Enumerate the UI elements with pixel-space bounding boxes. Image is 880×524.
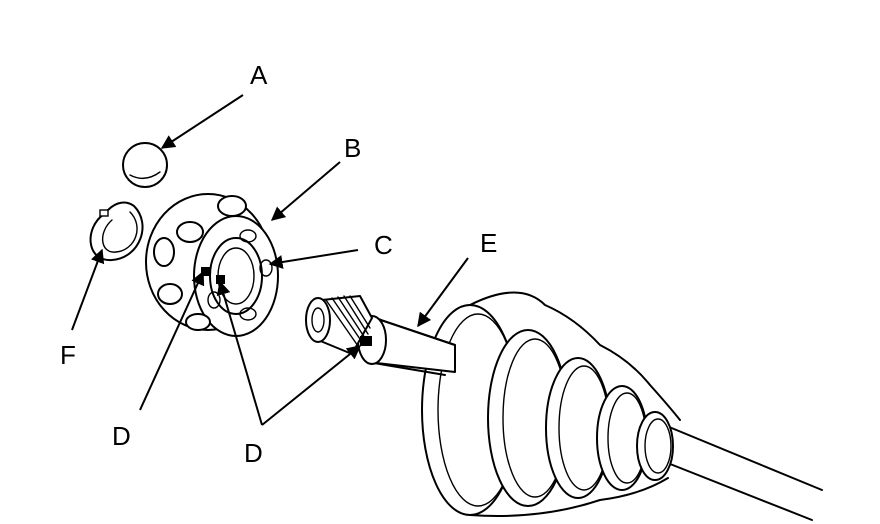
leader-e xyxy=(417,257,469,328)
steel-ball xyxy=(122,142,168,188)
callout-b: B xyxy=(344,133,361,163)
callout-d-left: D xyxy=(112,421,131,451)
cage-window-4 xyxy=(217,195,247,217)
callout-a: A xyxy=(250,60,268,90)
leader-d-right-2 xyxy=(261,345,362,426)
spline-teeth xyxy=(325,295,371,347)
groove-mark-shaft xyxy=(360,336,372,346)
leader-f xyxy=(71,248,105,331)
callout-d-right: D xyxy=(244,438,263,468)
cage-window-5 xyxy=(185,313,211,331)
driveshaft-assembly xyxy=(305,291,823,521)
callout-e: E xyxy=(480,228,497,258)
cage-inner-race xyxy=(145,193,279,337)
callout-f: F xyxy=(60,340,76,370)
boot-clamp xyxy=(636,411,674,481)
leader-d-right-1 xyxy=(216,280,263,426)
leader-d-left xyxy=(139,270,205,411)
leader-b xyxy=(270,161,341,221)
callout-c: C xyxy=(374,230,393,260)
cage-window-2 xyxy=(153,237,175,267)
cage-window-3 xyxy=(157,283,183,305)
groove-mark-race-2 xyxy=(216,275,225,284)
cage-window-1 xyxy=(176,221,204,243)
groove-mark-race-1 xyxy=(201,267,210,276)
leader-a xyxy=(160,94,244,149)
snap-ring xyxy=(89,201,144,262)
leader-c xyxy=(268,249,359,269)
